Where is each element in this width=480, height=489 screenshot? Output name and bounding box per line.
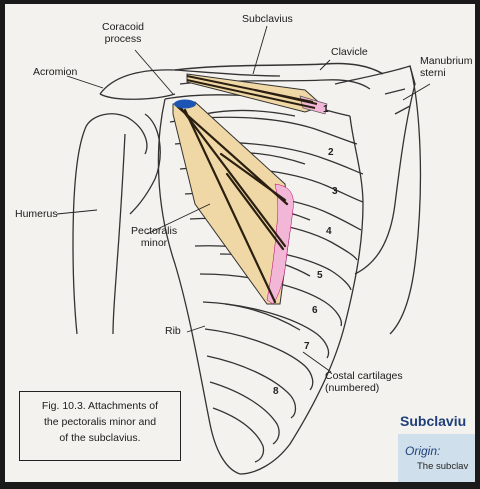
humerus-outline — [73, 129, 85, 334]
label-humerus: Humerus — [15, 208, 58, 220]
label-costal-cartilages: Costal cartilages (numbered) — [325, 370, 403, 394]
rib-number-3: 3 — [332, 186, 338, 197]
rib-number-8: 8 — [273, 386, 279, 397]
rib-number-7: 7 — [304, 341, 310, 352]
label-acromion: Acromion — [33, 66, 77, 78]
caption-line-1: Fig. 10.3. Attachments of — [28, 398, 172, 414]
rib-number-6: 6 — [312, 305, 318, 316]
manubrium-outline — [335, 66, 415, 274]
label-subclavius: Subclavius — [242, 13, 293, 25]
origin-box — [398, 434, 475, 482]
caption-line-3: of the subclavius. — [28, 430, 172, 446]
section-heading-subclavius: Subclaviu — [400, 413, 466, 429]
origin-label: Origin: — [405, 444, 440, 458]
label-clavicle: Clavicle — [331, 46, 368, 58]
label-rib: Rib — [165, 325, 181, 337]
rib-number-5: 5 — [317, 270, 323, 281]
label-manubrium-sterni: Manubrium sterni — [420, 55, 473, 79]
caption-line-2: the pectoralis minor and — [28, 414, 172, 430]
label-coracoid-process: Coracoid process — [102, 21, 144, 45]
figure-caption: Fig. 10.3. Attachments of the pectoralis… — [19, 391, 181, 461]
rib-number-2: 2 — [328, 147, 334, 158]
coracoid-attachment-mark — [174, 100, 196, 109]
origin-body-text: The subclav — [417, 461, 468, 472]
textbook-page: Coracoid process Subclavius Clavicle Man… — [5, 4, 475, 482]
rib-number-4: 4 — [326, 226, 332, 237]
label-pectoralis-minor: Pectoralis minor — [131, 225, 177, 249]
rib-number-1: 1 — [323, 104, 329, 115]
